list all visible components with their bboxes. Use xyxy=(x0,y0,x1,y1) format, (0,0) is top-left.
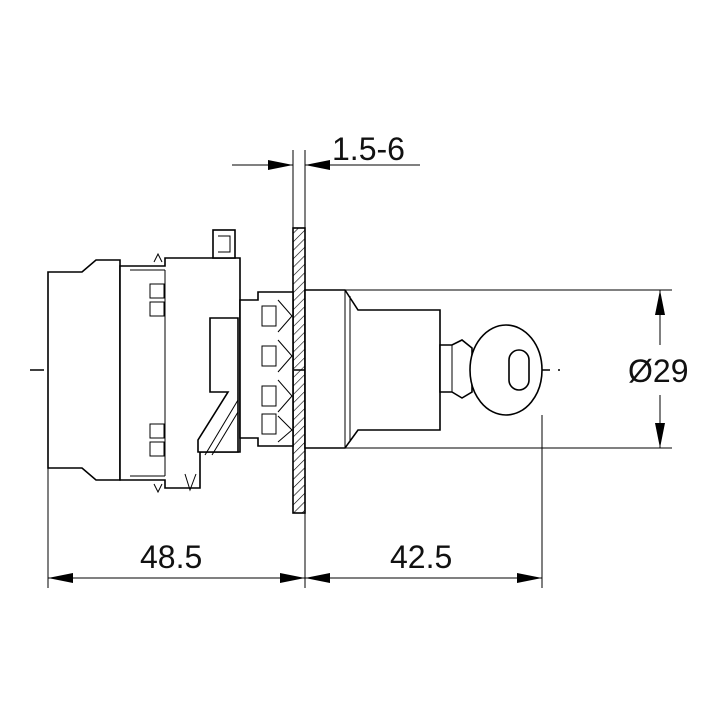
dimension-lengths: 48.5 42.5 xyxy=(47,415,543,588)
dimension-diameter: Ø29 xyxy=(345,289,688,449)
panel-thickness-label: 1.5-6 xyxy=(332,131,405,167)
key xyxy=(439,324,543,416)
dimension-panel-thickness: 1.5-6 xyxy=(232,131,420,228)
diameter-label: Ø29 xyxy=(628,353,688,389)
contact-block xyxy=(47,229,241,494)
front-depth-label: 42.5 xyxy=(390,539,452,575)
mounting-collar xyxy=(239,291,294,447)
mounting-panel xyxy=(292,227,306,514)
rear-depth-label: 48.5 xyxy=(140,539,202,575)
operator-head xyxy=(304,289,441,449)
